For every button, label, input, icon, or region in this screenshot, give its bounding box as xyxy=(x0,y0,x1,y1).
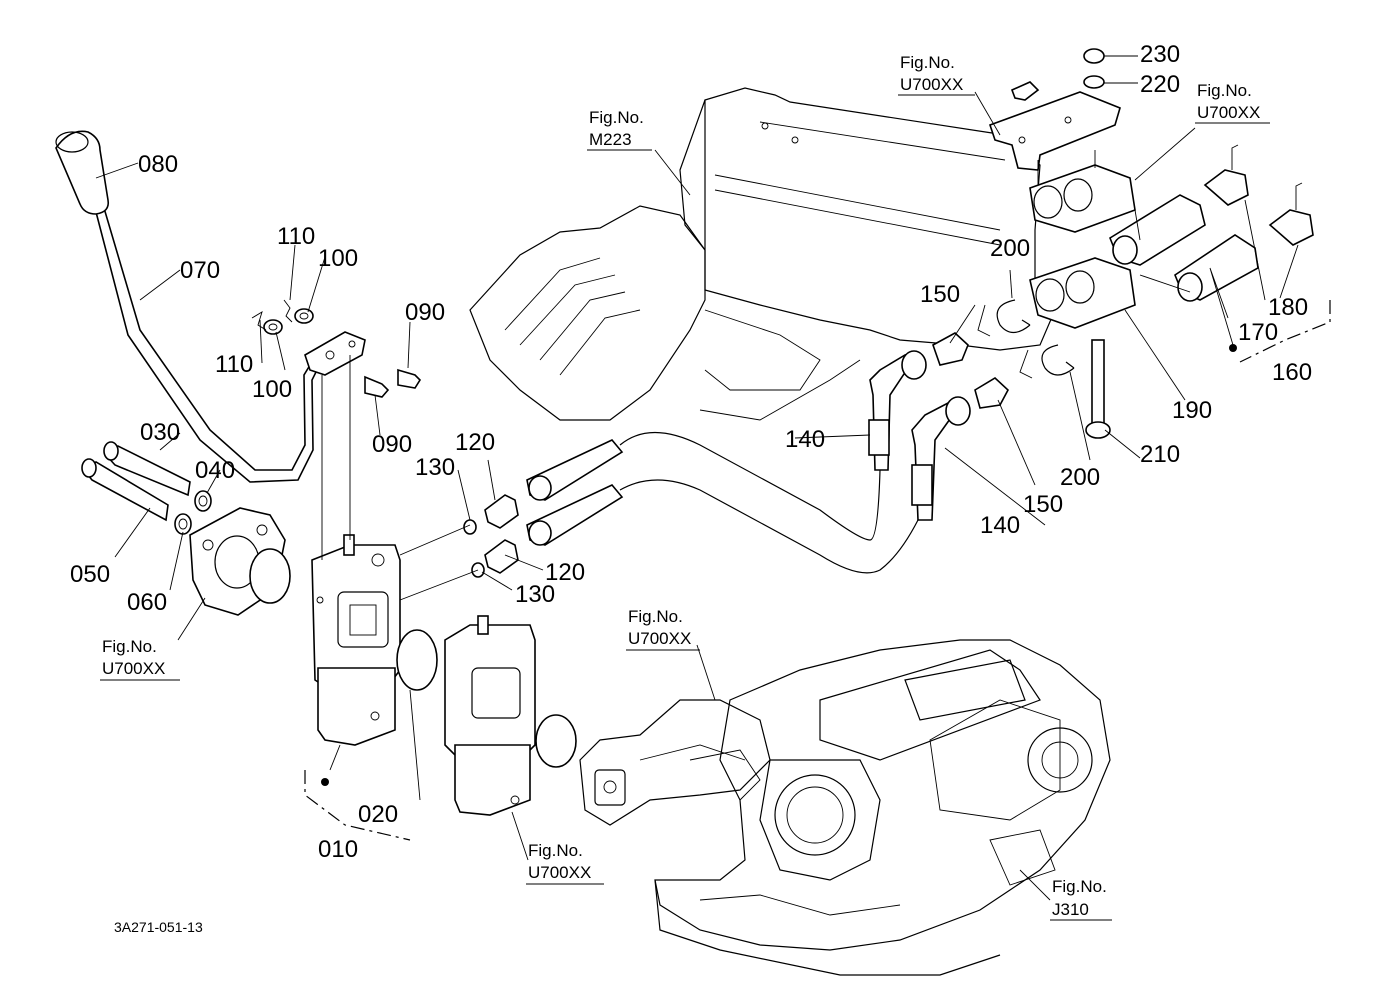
bolt-050 xyxy=(81,458,169,522)
svg-text:J310: J310 xyxy=(1052,900,1089,919)
label-110-lower: 110 xyxy=(215,351,253,378)
label-010: 010 xyxy=(318,836,358,863)
fig-ref-u700-bottom: Fig.No. U700XX xyxy=(526,841,604,885)
pin-090 xyxy=(364,368,422,398)
svg-text:U700XX: U700XX xyxy=(900,75,963,94)
label-200-upper: 200 xyxy=(990,235,1030,262)
hydraulic-hoses xyxy=(619,350,971,574)
label-170: 170 xyxy=(1238,319,1278,346)
fig-ref-j310: Fig.No. J310 xyxy=(1050,877,1112,921)
label-180: 180 xyxy=(1268,294,1308,321)
fig-ref-m223: Fig.No. M223 xyxy=(587,108,652,151)
label-120-lower: 120 xyxy=(545,559,585,586)
label-210: 210 xyxy=(1140,441,1180,468)
fig-ref-u700-left: Fig.No. U700XX xyxy=(100,637,180,681)
label-160: 160 xyxy=(1272,359,1312,386)
o-rings-130 xyxy=(463,519,485,578)
label-090-lower: 090 xyxy=(372,431,412,458)
o-ring-020 xyxy=(396,629,438,691)
coupling-assembly xyxy=(579,699,771,826)
label-110-upper: 110 xyxy=(277,223,315,250)
label-080: 080 xyxy=(138,151,178,178)
quick-couplers-170 xyxy=(1109,194,1259,302)
label-120-upper: 120 xyxy=(455,429,495,456)
label-190: 190 xyxy=(1172,397,1212,424)
label-150-upper: 150 xyxy=(920,281,960,308)
label-130-lower: 130 xyxy=(515,581,555,608)
label-140-lower: 140 xyxy=(980,512,1020,539)
assembly-dot xyxy=(321,778,329,786)
svg-text:Fig.No.: Fig.No. xyxy=(1197,81,1252,100)
svg-text:Fig.No.: Fig.No. xyxy=(589,108,644,127)
label-060: 060 xyxy=(127,589,167,616)
svg-text:U700XX: U700XX xyxy=(102,659,165,678)
washer-040-060 xyxy=(174,490,212,535)
o-ring-flange xyxy=(249,548,291,604)
drawing-code: 3A271-051-13 xyxy=(114,919,203,935)
svg-text:Fig.No.: Fig.No. xyxy=(900,53,955,72)
top-bracket xyxy=(988,48,1121,171)
label-100-upper: 100 xyxy=(318,245,358,272)
hose-couplers xyxy=(526,439,624,546)
fig-ref-u700-right: Fig.No. U700XX xyxy=(1195,81,1270,124)
assembly-dot-160 xyxy=(1229,344,1237,352)
svg-text:U700XX: U700XX xyxy=(628,629,691,648)
label-070: 070 xyxy=(180,257,220,284)
label-230: 230 xyxy=(1140,41,1180,68)
lever-knob-080 xyxy=(55,130,110,215)
label-150-lower: 150 xyxy=(1023,491,1063,518)
fig-ref-u700-middle: Fig.No. U700XX xyxy=(626,607,700,651)
transmission-housing xyxy=(654,639,1111,976)
label-090-upper: 090 xyxy=(405,299,445,326)
leader-lines xyxy=(95,55,1331,901)
svg-text:Fig.No.: Fig.No. xyxy=(1052,877,1107,896)
part-number-labels: 080 070 110 100 110 100 090 090 030 040 … xyxy=(70,41,1312,863)
clip-110 xyxy=(251,299,293,331)
o-ring-reference xyxy=(535,714,577,768)
control-valve-010 xyxy=(311,534,401,786)
svg-text:U700XX: U700XX xyxy=(528,863,591,882)
snap-rings-200 xyxy=(977,299,1075,379)
lever-bracket xyxy=(304,331,366,376)
washer-100 xyxy=(263,308,314,335)
coupler-block-190 xyxy=(1029,257,1136,329)
svg-text:U700XX: U700XX xyxy=(1197,103,1260,122)
svg-text:M223: M223 xyxy=(589,130,632,149)
figure-references: Fig.No. M223 Fig.No. U700XX Fig.No. U700… xyxy=(100,53,1270,921)
fig-ref-u700-top: Fig.No. U700XX xyxy=(898,53,975,96)
label-140-upper: 140 xyxy=(785,426,825,453)
svg-text:Fig.No.: Fig.No. xyxy=(628,607,683,626)
dust-caps-180 xyxy=(1203,144,1314,246)
fittings-120 xyxy=(484,494,519,574)
label-220: 220 xyxy=(1140,71,1180,98)
label-040: 040 xyxy=(195,457,235,484)
reference-valve xyxy=(444,615,536,816)
svg-text:Fig.No.: Fig.No. xyxy=(528,841,583,860)
label-200-lower: 200 xyxy=(1060,464,1100,491)
bolt-210 xyxy=(1085,339,1111,439)
label-030: 030 xyxy=(140,419,180,446)
tractor-body-outline xyxy=(469,87,1056,421)
bolt-030 xyxy=(103,441,191,497)
label-130-upper: 130 xyxy=(415,454,455,481)
label-050: 050 xyxy=(70,561,110,588)
svg-text:Fig.No.: Fig.No. xyxy=(102,637,157,656)
adapters-150 xyxy=(932,332,1009,409)
coupler-block-upper xyxy=(1029,164,1136,233)
label-100-lower: 100 xyxy=(252,376,292,403)
label-020: 020 xyxy=(358,801,398,828)
